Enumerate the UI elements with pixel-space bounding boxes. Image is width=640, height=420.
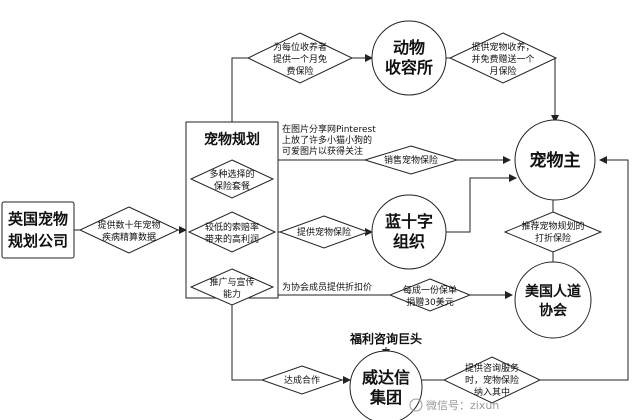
annotations: 在图片分享网Pinterest 上放了许多小猫小狗的 可爱图片以获得关注 为协会…	[282, 123, 376, 293]
diamond-promotion-line-2: 能力	[223, 288, 241, 300]
node-animal-shelter-line-1: 动物	[393, 38, 425, 57]
nodes: 英国宠物 规划公司 宠物规划 动物 收容所 宠物主 蓝十	[1, 20, 596, 420]
diamond-consult: 提供咨询服务 时，宠物保险 纳入其中	[442, 356, 542, 404]
diamond-donate-line-2: 捐赠30美元	[406, 296, 453, 308]
diamond-shelter-offer-line-3: 月保险	[489, 65, 516, 77]
diamond-consult-line-3: 纳入其中	[474, 386, 510, 398]
diamond-consult-line-2: 时，宠物保险	[465, 374, 519, 386]
annotation-pinterest-line-2: 上放了许多小猫小狗的	[282, 134, 372, 146]
diamond-low-claim: 较低的索赔率 带来的高利润	[187, 211, 277, 253]
diamond-provide-insurance: 提供宠物保险	[278, 215, 370, 249]
diamond-sell-insurance: 销售宠物保险	[363, 145, 459, 175]
diamond-options-line-1: 多种选择的	[209, 168, 254, 180]
node-pet-planning: 宠物规划	[185, 121, 279, 299]
diamond-promotion-line-1: 推广与宣传	[209, 276, 254, 288]
node-humane-assoc: 美国人道 协会	[514, 261, 592, 339]
diamond-options: 多种选择的 保险套餐	[189, 159, 275, 199]
diamond-shelter-offer-line-1: 提供宠物收养，	[471, 41, 534, 53]
node-willis: 威达信 集团	[349, 350, 423, 420]
watermark: 微信号：zixun	[409, 398, 499, 412]
node-uk-planner-line-2: 规划公司	[8, 232, 68, 250]
node-blue-cross: 蓝十字 组织	[371, 194, 447, 270]
node-pet-planning-title: 宠物规划	[204, 131, 260, 148]
watermark-logo-icon	[409, 398, 423, 412]
edge-willis-to-owner	[422, 156, 629, 381]
diamond-actuarial-line-2: 疾病精算数据	[102, 231, 156, 243]
annotation-member-discount: 为协会成员提供折扣价	[282, 281, 372, 293]
diamond-options-line-2: 保险套餐	[214, 180, 250, 192]
edge-planning-to-willis	[231, 298, 351, 384]
diamond-free-month-line-3: 费保险	[286, 65, 313, 77]
diamond-recommend-line-1: 推荐宠物规划的	[521, 220, 584, 232]
node-humane-assoc-line-2: 协会	[539, 302, 568, 319]
node-uk-planner: 英国宠物 规划公司	[1, 201, 75, 259]
node-willis-line-2: 集团	[369, 388, 402, 407]
annotation-pinterest-line-3: 可爱图片以获得关注	[282, 145, 363, 157]
node-blue-cross-line-2: 组织	[393, 232, 425, 251]
diamond-free-month-line-2: 提供一个月免	[273, 53, 327, 65]
diamond-donate-line-1: 每成一份保单	[403, 284, 457, 296]
node-humane-assoc-line-1: 美国人道	[525, 283, 581, 300]
diamond-reach-coop: 达成合作	[260, 365, 344, 395]
node-blue-cross-line-1: 蓝十字	[385, 212, 433, 231]
diamond-recommend-line-2: 打折保险	[535, 232, 571, 244]
diamond-actuarial-line-1: 提供数十年宠物	[97, 219, 160, 231]
node-pet-owner: 宠物主	[514, 119, 596, 201]
watermark-text: 微信号：zixun	[426, 398, 499, 412]
diamond-donate: 每成一份保单 捐赠30美元	[388, 278, 472, 312]
node-welfare-giant-label: 福利咨询巨头	[349, 331, 422, 346]
edge-bluecross-to-owner	[446, 174, 517, 233]
diamond-low-claim-line-2: 带来的高利润	[205, 233, 259, 245]
diamond-provide-insurance-text: 提供宠物保险	[297, 226, 351, 238]
diamond-shelter-offer: 提供宠物收养， 并免费赠送一个 月保险	[448, 32, 558, 84]
diamond-promotion: 推广与宣传 能力	[189, 268, 275, 306]
node-uk-planner-line-1: 英国宠物	[8, 210, 68, 228]
diamond-free-month: 为每位收养者 提供一个月免 费保险	[246, 32, 354, 84]
annotation-pinterest-line-1: 在图片分享网Pinterest	[282, 123, 376, 135]
diamond-free-month-line-1: 为每位收养者	[273, 41, 327, 53]
diamond-sell-insurance-text: 销售宠物保险	[384, 154, 438, 166]
diamond-low-claim-line-1: 较低的索赔率	[205, 221, 259, 233]
diamond-actuarial: 提供数十年宠物 疾病精算数据	[78, 206, 180, 254]
diamond-recommend: 推荐宠物规划的 打折保险	[503, 211, 603, 253]
diamond-shelter-offer-line-2: 并免费赠送一个	[471, 53, 534, 65]
node-pet-owner-label: 宠物主	[530, 150, 581, 171]
node-willis-line-1: 威达信	[362, 368, 410, 387]
diamond-reach-coop-text: 达成合作	[284, 374, 320, 386]
diamond-consult-line-1: 提供咨询服务	[465, 362, 519, 374]
node-animal-shelter: 动物 收容所	[371, 20, 447, 96]
node-animal-shelter-line-2: 收容所	[385, 58, 433, 77]
diamond-labels: 提供数十年宠物 疾病精算数据 多种选择的 保险套餐 较低的索赔率 带来的高利润 …	[78, 32, 603, 404]
